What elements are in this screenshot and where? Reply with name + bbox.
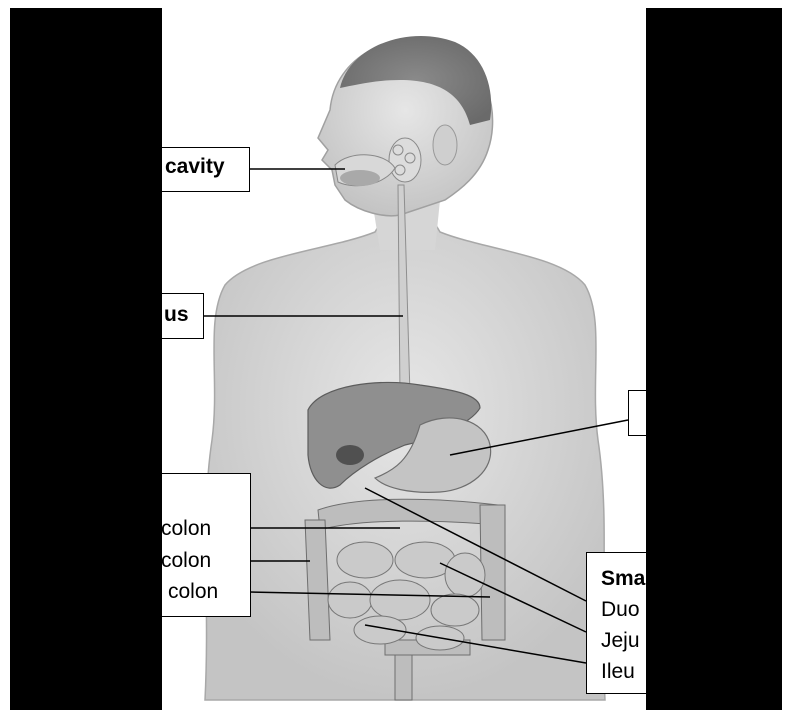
redaction-mask-right [646,8,782,710]
tongue [340,170,380,186]
gallbladder [336,445,364,465]
label-ascending-colon: colon [161,549,211,573]
label-duodenum: Duo [601,598,640,622]
label-ileum: Ileu [601,660,635,684]
label-esophagus-text: us [164,303,189,326]
salivary-gland [389,138,421,182]
label-jejunum: Jeju [601,629,640,653]
redaction-mask-left [10,8,162,710]
ear [433,125,457,165]
label-transverse-colon: colon [161,517,211,541]
label-descending-colon: colon [168,580,218,604]
label-oral-cavity-text: cavity [165,155,225,178]
label-small-intestine-title: Sma [601,567,645,591]
